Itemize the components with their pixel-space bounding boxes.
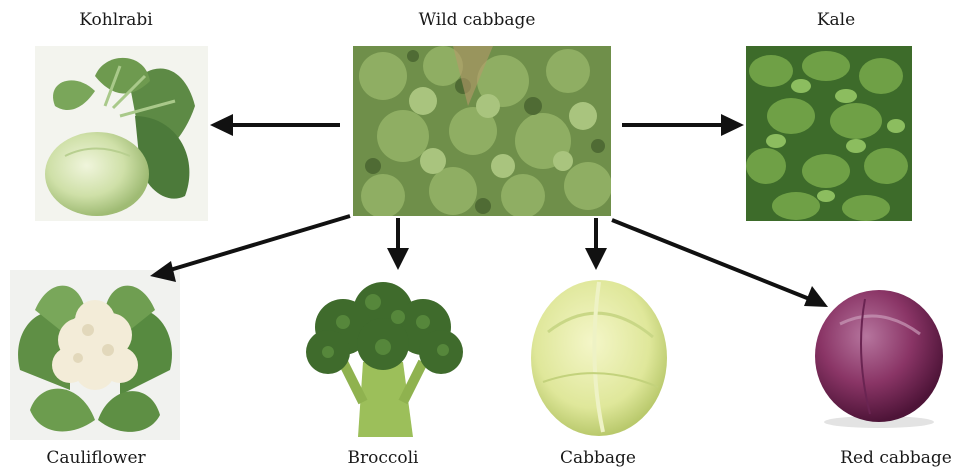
arrow-to-cauliflower	[170, 216, 350, 270]
arrowhead-kohlrabi	[210, 114, 233, 136]
arrow-to-red-cabbage	[612, 220, 812, 300]
